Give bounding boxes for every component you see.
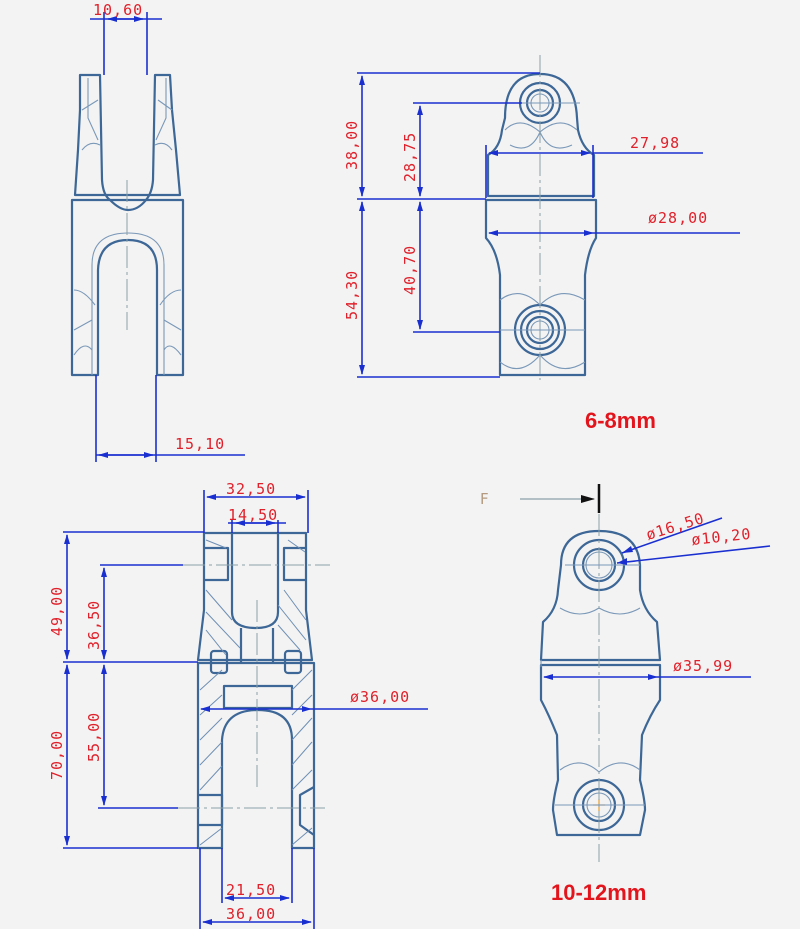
dim-width-upper: 27,98 (630, 134, 680, 152)
section-marker-label: F (480, 490, 489, 508)
front-view-6-8mm: 38,00 28,75 54,30 40,70 27,98 ø28,00 (343, 55, 740, 380)
dim-lower-hole: 40,70 (401, 245, 419, 295)
dim-dia-mid: ø36,00 (350, 688, 410, 706)
dim-upper-total: 49,00 (48, 586, 66, 636)
dim-bottom-inner: 21,50 (226, 881, 276, 899)
dim-upper-total: 38,00 (343, 120, 361, 170)
dim-lower-total: 70,00 (48, 730, 66, 780)
dim-dia-mid: ø28,00 (648, 209, 708, 227)
dim-lower-total: 54,30 (343, 270, 361, 320)
dim-upper-hole: 28,75 (401, 132, 419, 182)
dim-top-width: 10,60 (93, 1, 143, 19)
dim-top-outer: 32,50 (226, 480, 276, 498)
dim-bottom-width: 15,10 (175, 435, 225, 453)
dim-dia-mid: ø35,99 (673, 657, 733, 675)
dim-upper-hole: 36,50 (85, 600, 103, 650)
side-view-small: 10,60 15,10 (70, 1, 245, 462)
section-view: 49,00 36,50 70,00 55,00 32,50 14,50 ø36,… (48, 480, 428, 929)
dim-lower-hole: 55,00 (85, 712, 103, 762)
dim-bottom-outer: 36,00 (226, 905, 276, 923)
size-label-10-12mm: 10-12mm (551, 880, 647, 905)
dim-top-inner: 14,50 (228, 506, 278, 524)
dim-dia-inner-eye: ø10,20 (691, 525, 753, 549)
size-label-6-8mm: 6-8mm (585, 408, 656, 433)
front-view-10-12mm: F ø16,50 ø10,20 ø35,99 (480, 484, 771, 862)
